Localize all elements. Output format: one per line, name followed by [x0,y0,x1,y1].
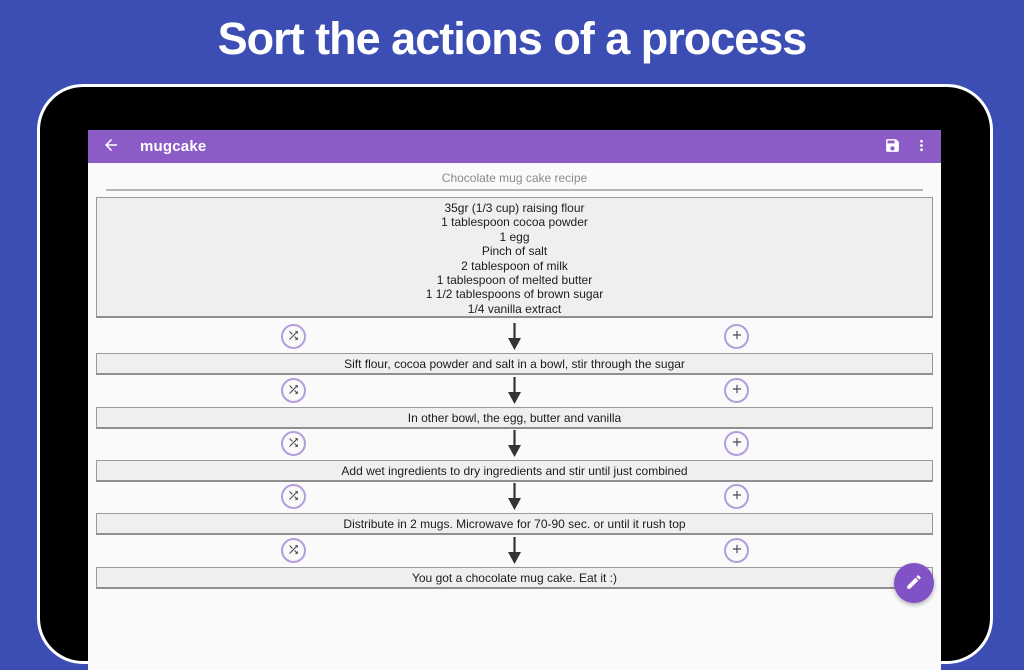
add-step-button[interactable] [724,484,749,509]
swap-button[interactable] [281,324,306,349]
add-step-button[interactable] [724,538,749,563]
header-divider-line [106,189,923,191]
ingredients-box[interactable]: 35gr (1/3 cup) raising flour 1 tablespoo… [96,197,933,318]
arrow-down-icon [507,323,522,350]
step-box[interactable]: In other bowl, the egg, butter and vanil… [96,407,933,429]
toolbar-title: mugcake [140,138,207,155]
plus-icon [730,328,744,345]
app-screen: mugcake Chocolate mug cake recipe 35gr (… [88,130,941,670]
ingredient-line: 35gr (1/3 cup) raising flour [444,201,585,215]
action-row [88,373,941,407]
step-box[interactable]: Distribute in 2 mugs. Microwave for 70-9… [96,513,933,535]
more-vert-icon [913,137,930,157]
ingredient-line: 1 egg [499,229,530,244]
step-text: Add wet ingredients to dry ingredients a… [341,463,688,478]
swap-button[interactable] [281,431,306,456]
shuffle-icon [287,489,300,505]
save-button[interactable] [877,130,907,163]
tablet-frame: mugcake Chocolate mug cake recipe 35gr (… [37,84,993,670]
pencil-icon [905,573,923,594]
step-box[interactable]: Add wet ingredients to dry ingredients a… [96,460,933,482]
shuffle-icon [287,329,300,345]
plus-icon [730,542,744,559]
shuffle-icon [287,543,300,559]
step-text: Sift flour, cocoa powder and salt in a b… [344,356,685,371]
app-toolbar: mugcake [88,130,941,163]
arrow-back-icon [102,136,120,157]
swap-button[interactable] [281,378,306,403]
shuffle-icon [287,383,300,399]
swap-button[interactable] [281,484,306,509]
step-text: In other bowl, the egg, butter and vanil… [407,410,622,425]
overflow-menu-button[interactable] [907,130,935,163]
action-row [88,426,941,460]
plus-icon [730,435,744,452]
banner: Sort the actions of a process [0,0,1024,84]
ingredient-line: 2 tablespoon of milk [461,258,568,273]
arrow-down-icon [507,483,522,510]
edit-fab[interactable] [894,563,934,603]
arrow-down-icon [507,430,522,457]
ingredient-line: 1 1/2 tablespoons of brown sugar [425,287,604,302]
ingredient-line: 1 tablespoon cocoa powder [441,215,588,230]
ingredient-line: Pinch of salt [481,244,548,259]
arrow-down-icon [507,377,522,404]
plus-icon [730,488,744,505]
add-step-button[interactable] [724,431,749,456]
add-step-button[interactable] [724,378,749,403]
add-step-button[interactable] [724,324,749,349]
swap-button[interactable] [281,538,306,563]
action-row [88,479,941,513]
page-title: Sort the actions of a process [217,13,808,64]
recipe-title: Chocolate mug cake recipe [441,171,588,185]
step-box[interactable]: You got a chocolate mug cake. Eat it :) [96,567,933,589]
save-icon [884,137,901,157]
shuffle-icon [287,436,300,452]
arrow-down-icon [507,537,522,564]
plus-icon [730,382,744,399]
step-box[interactable]: Sift flour, cocoa powder and salt in a b… [96,353,933,375]
step-text: You got a chocolate mug cake. Eat it :) [411,570,617,585]
step-text: Distribute in 2 mugs. Microwave for 70-9… [343,516,686,531]
action-row [88,319,941,353]
back-button[interactable] [96,130,126,163]
action-row [88,533,941,567]
ingredient-line: 1/4 vanilla extract [467,301,562,316]
ingredient-line: 1 tablespoon of melted butter [436,273,593,288]
